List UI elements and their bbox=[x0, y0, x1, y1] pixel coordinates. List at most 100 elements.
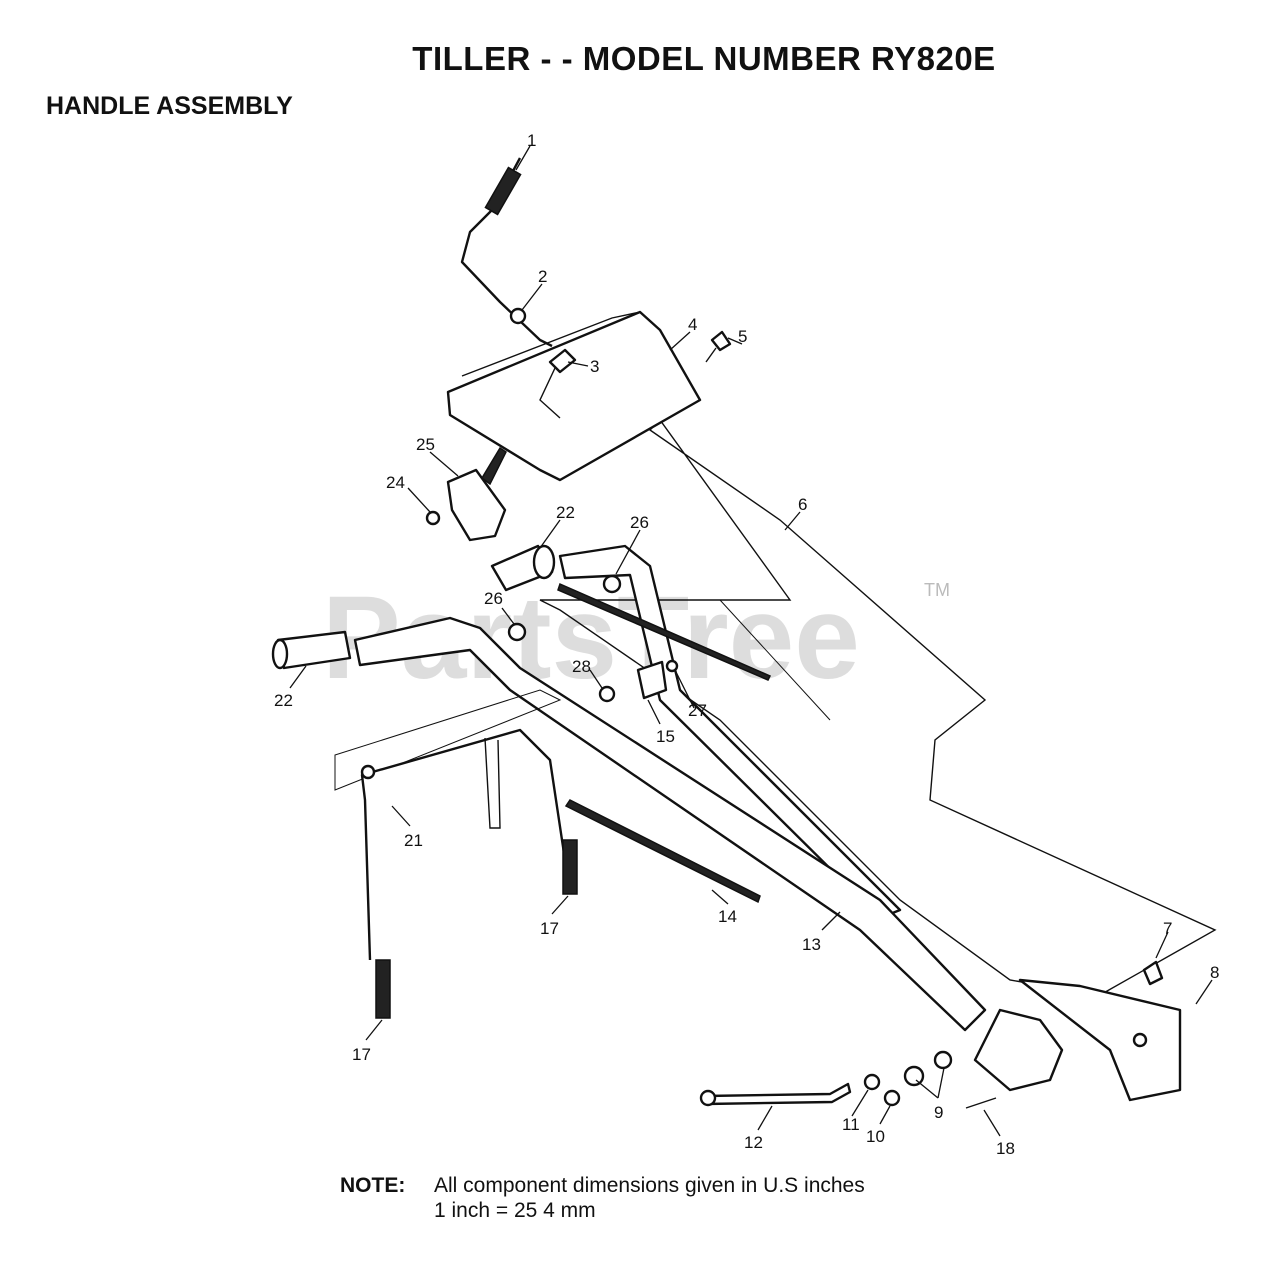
callout-1: 1 bbox=[527, 131, 536, 150]
part-26-nut-upper bbox=[602, 574, 622, 594]
part-10-nut bbox=[883, 1089, 901, 1107]
part-25-spring bbox=[481, 446, 507, 486]
part-15-cable-clip bbox=[636, 660, 668, 700]
leader-14 bbox=[711, 889, 729, 905]
part-9-washer bbox=[933, 1050, 953, 1070]
leader-25 bbox=[429, 451, 459, 477]
part-8-pin bbox=[1132, 1032, 1148, 1048]
part-2-bushing bbox=[509, 307, 527, 325]
leader-8 bbox=[1195, 979, 1213, 1005]
part-26-nut-lower bbox=[507, 622, 527, 642]
part-5-bolt-shank bbox=[705, 347, 717, 363]
part-28-nut bbox=[598, 685, 616, 703]
callout-5: 5 bbox=[738, 327, 747, 346]
page-title-text: TILLER - - MODEL NUMBER RY820E bbox=[412, 40, 996, 77]
leader-21 bbox=[391, 805, 411, 827]
part-3-screw bbox=[548, 348, 577, 374]
callout-15: 15 bbox=[656, 727, 675, 746]
part-4-panel-flange bbox=[461, 311, 641, 377]
leader-2 bbox=[521, 283, 543, 311]
callout-14: 14 bbox=[718, 907, 737, 926]
callout-21: 21 bbox=[404, 831, 423, 850]
transmission-housing bbox=[1018, 978, 1182, 1102]
callout-12: 12 bbox=[744, 1133, 763, 1152]
throttle-cable bbox=[557, 582, 772, 681]
part-21-drive-lever bbox=[360, 728, 567, 961]
part-5-bolt bbox=[710, 330, 732, 352]
part-24-nut bbox=[425, 510, 441, 526]
leader-1 bbox=[515, 145, 531, 171]
callout-labels: 1 2 3 4 5 6 7 8 9 10 11 12 13 14 15 17 1… bbox=[274, 131, 1219, 1158]
callout-22b: 22 bbox=[274, 691, 293, 710]
leader-7 bbox=[1155, 931, 1169, 959]
leader-4 bbox=[669, 331, 691, 351]
section-subtitle: HANDLE ASSEMBLY bbox=[46, 92, 293, 120]
part-14-drive-cable bbox=[564, 799, 761, 904]
callout-22a: 22 bbox=[556, 503, 575, 522]
callout-9: 9 bbox=[934, 1103, 943, 1122]
dimension-note: NOTE: All component dimensions given in U… bbox=[340, 1174, 865, 1222]
leader-13 bbox=[821, 911, 841, 931]
callout-2: 2 bbox=[538, 267, 547, 286]
leader-12 bbox=[757, 1105, 773, 1131]
leader-17a bbox=[551, 895, 569, 915]
callout-28: 28 bbox=[572, 657, 591, 676]
leader-5 bbox=[727, 337, 743, 345]
leader-24 bbox=[407, 487, 431, 513]
leader-18 bbox=[983, 1109, 1001, 1137]
leader-9 bbox=[915, 1067, 945, 1099]
part-4-control-panel bbox=[446, 310, 702, 482]
leader-6 bbox=[784, 511, 801, 531]
note-line-1: All component dimensions given in U.S in… bbox=[434, 1174, 865, 1197]
part-17-lever-grip-lower bbox=[375, 959, 391, 1019]
part-22-upper-grip-end bbox=[532, 544, 556, 580]
callout-7: 7 bbox=[1163, 919, 1172, 938]
leader-26a bbox=[615, 529, 641, 575]
part-18-spring-pin bbox=[965, 1097, 997, 1109]
leader-10 bbox=[879, 1105, 891, 1125]
part-25-bracket bbox=[446, 468, 507, 542]
part-6-panel-outline bbox=[539, 418, 1217, 996]
part-6-dashed-guide bbox=[719, 599, 831, 721]
part-3-screw-shank bbox=[539, 367, 561, 419]
part-1-rod-grip bbox=[484, 166, 522, 216]
callout-6: 6 bbox=[798, 495, 807, 514]
leader-22b bbox=[289, 665, 307, 689]
leader-3 bbox=[567, 361, 589, 367]
part-12-depth-lever bbox=[703, 1082, 852, 1106]
part-17-lever-grip-upper bbox=[562, 839, 578, 895]
callout-13: 13 bbox=[802, 935, 821, 954]
leader-22a bbox=[539, 519, 561, 549]
callout-26b: 26 bbox=[484, 589, 503, 608]
leader-28 bbox=[589, 669, 603, 689]
note-label: NOTE: bbox=[340, 1174, 406, 1197]
page-title: TILLER - - MODEL NUMBER RY820E bbox=[0, 40, 1280, 78]
callout-26a: 26 bbox=[630, 513, 649, 532]
callout-4: 4 bbox=[688, 315, 697, 334]
part-21-pivot bbox=[360, 764, 376, 780]
handle-mount-bracket bbox=[973, 1008, 1064, 1092]
part-7-bolt bbox=[1142, 960, 1164, 986]
callout-3: 3 bbox=[590, 357, 599, 376]
leader-lines bbox=[289, 145, 1213, 1137]
callout-17b: 17 bbox=[352, 1045, 371, 1064]
watermark-trademark: TM bbox=[924, 580, 950, 600]
part-21-lever-bracket bbox=[484, 737, 501, 829]
part-13-lower-handle-tube bbox=[353, 616, 987, 1032]
part-22-lower-grip-end bbox=[271, 638, 289, 670]
leader-27 bbox=[675, 671, 695, 709]
leader-17b bbox=[365, 1019, 383, 1041]
leader-11 bbox=[851, 1089, 869, 1117]
callout-8: 8 bbox=[1210, 963, 1219, 982]
callout-24: 24 bbox=[386, 473, 405, 492]
part-21-dashed-guide bbox=[334, 689, 562, 791]
callout-10: 10 bbox=[866, 1127, 885, 1146]
leader-15 bbox=[647, 699, 661, 725]
callout-18: 18 bbox=[996, 1139, 1015, 1158]
callout-27: 27 bbox=[688, 701, 707, 720]
part-9-spacer bbox=[903, 1065, 925, 1087]
leader-26b bbox=[501, 607, 515, 625]
part-12-lever-knob bbox=[699, 1089, 717, 1107]
callout-11: 11 bbox=[842, 1115, 860, 1134]
